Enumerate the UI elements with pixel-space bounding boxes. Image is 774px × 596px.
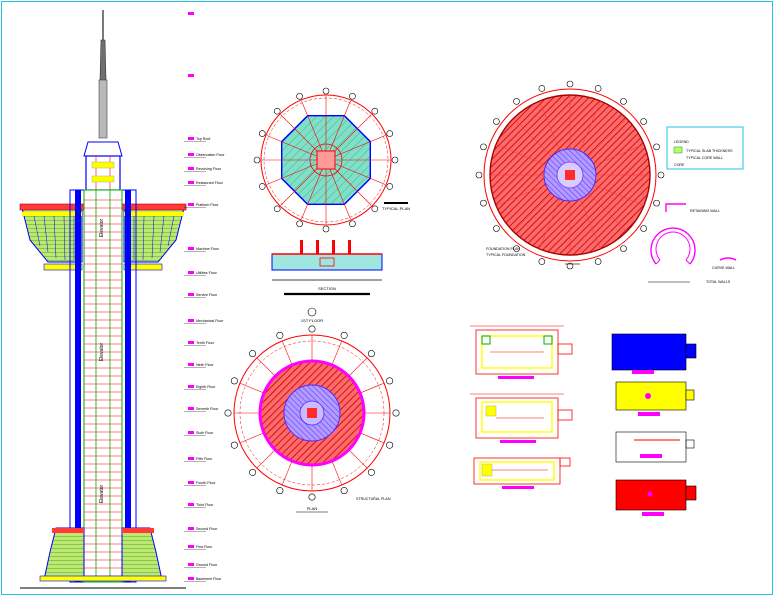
level-label: Mechanical Floor — [196, 319, 224, 323]
level-label: Second Floor — [196, 527, 218, 531]
legend-title: LEGEND — [674, 140, 689, 144]
arc-label-1: RETAINING WALL — [690, 209, 720, 213]
level-label: Third Floor — [196, 503, 214, 507]
octagon-floor-plan: TYPICAL PLAN — [253, 87, 410, 233]
level-label: Service Floor — [196, 293, 218, 297]
level-label: Ground Floor — [196, 563, 218, 567]
ring-wall-details: RETAINING WALL CURVE WALL TOTAL WALLS — [648, 203, 737, 284]
foundation-plan: FOUNDATION PLAN TYPICAL FOUNDATION — [475, 80, 665, 270]
octagon-plan-note: TYPICAL PLAN — [382, 206, 410, 211]
pod-section: SECTION — [271, 240, 383, 296]
foundation-note-2: TYPICAL FOUNDATION — [486, 253, 526, 257]
level-label: Observation Floor — [196, 153, 225, 157]
legend-box: LEGEND TYPICAL SLAB THICKNESS TYPICAL CO… — [666, 126, 744, 170]
legend-row-2: TYPICAL CORE WALL — [686, 156, 723, 160]
tower-elevation: Elevator Elevator Elevator Top RoofObser… — [19, 10, 225, 589]
level-label: First Floor — [196, 545, 213, 549]
ring-plan-caption: 1ST FLOOR — [301, 318, 323, 323]
elevator-label-upper: Elevator — [99, 218, 105, 237]
level-label: Machine Floor — [196, 247, 220, 251]
level-label: Fifth Floor — [196, 457, 213, 461]
elevator-label-middle: Elevator — [99, 342, 105, 361]
arc-label-2: CURVE WALL — [712, 266, 735, 270]
ring-plan-note: STRUCTURAL PLAN — [356, 497, 391, 501]
level-label: Seventh Floor — [196, 407, 219, 411]
level-label: Basement Floor — [196, 577, 222, 581]
legend-row-3: CORE — [674, 163, 685, 167]
foundation-note-1: FOUNDATION PLAN — [486, 247, 520, 251]
level-label: Top Roof — [196, 137, 210, 141]
level-label: Tenth Floor — [196, 341, 215, 345]
level-label: Utilities Floor — [196, 271, 218, 275]
slab-key-blocks — [611, 333, 697, 516]
structural-ring-plan: 1ST FLOOR PLAN STRUCTURAL PLAN — [224, 307, 400, 513]
level-label: Fourth Floor — [196, 481, 216, 485]
section-note: SECTION — [318, 286, 336, 291]
level-label: Platform Floor — [196, 203, 219, 207]
core-detail-plans — [470, 325, 573, 489]
level-label: Sixth Floor — [196, 431, 214, 435]
level-label: Eighth Floor — [196, 385, 216, 389]
arc-label-3: TOTAL WALLS — [706, 280, 731, 284]
legend-row-1: TYPICAL SLAB THICKNESS — [686, 149, 733, 153]
ring-plan-title: PLAN — [307, 506, 318, 511]
level-label: Restaurant Floor — [196, 181, 224, 185]
level-label: Ninth Floor — [196, 363, 214, 367]
elevator-label-lower: Elevator — [99, 484, 105, 503]
level-label: Revolving Floor — [196, 167, 222, 171]
